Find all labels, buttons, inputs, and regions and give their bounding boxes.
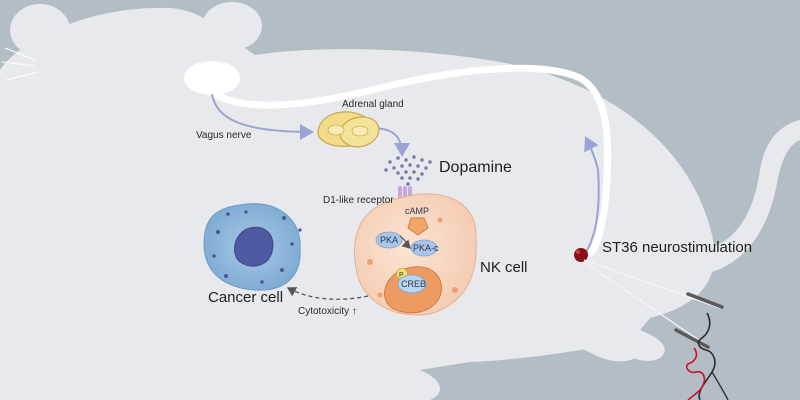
- dopamine-dot: [416, 177, 420, 181]
- dopamine-dot: [412, 155, 416, 159]
- dopamine-dot: [408, 176, 412, 180]
- dopamine-dot: [384, 168, 388, 172]
- dopamine-dot: [388, 160, 392, 164]
- adrenal-gland-label: Adrenal gland: [342, 99, 404, 110]
- pka-label: PKA: [380, 235, 398, 245]
- dopamine-dot: [400, 176, 404, 180]
- pka-arrow: [399, 235, 411, 249]
- dopamine-dot: [406, 182, 410, 186]
- st36-label: ST36 neurostimulation: [602, 239, 752, 256]
- dopamine-dot: [404, 158, 408, 162]
- cancer-cell-label: Cancer cell: [208, 289, 283, 306]
- whiskers: [1, 47, 39, 81]
- p-label: P: [399, 272, 404, 279]
- electrode-wires: [685, 312, 729, 400]
- dopamine-dot: [396, 156, 400, 160]
- dopamine-dot: [404, 170, 408, 174]
- d1-receptor-label: D1-like receptor: [323, 195, 394, 206]
- st36-point: [574, 248, 588, 262]
- dopamine-dot: [396, 171, 400, 175]
- dopamine-molecules: [384, 155, 432, 186]
- dopamine-dot: [420, 158, 424, 162]
- camp-label: cAMP: [405, 206, 429, 216]
- pka-c-shape: [410, 239, 438, 257]
- cancer-cell: [203, 203, 302, 291]
- dopamine-dot: [392, 166, 396, 170]
- cancer-nucleus: [234, 226, 274, 267]
- vagus-nerve-label: Vagus nerve: [196, 130, 252, 141]
- cytotoxicity-label: Cytotoxicity ↑: [298, 306, 357, 317]
- dopamine-dot: [400, 164, 404, 168]
- st36-signal-arrow: [584, 136, 600, 253]
- cytotoxicity-arrow: [286, 287, 369, 300]
- nk-cell-label: NK cell: [480, 259, 528, 276]
- electrode-needles: [583, 259, 724, 349]
- dopamine-dot: [412, 170, 416, 174]
- dopamine-dot: [416, 164, 420, 168]
- dopamine-dot: [428, 160, 432, 164]
- dopamine-dot: [408, 163, 412, 167]
- dopamine-dot: [424, 166, 428, 170]
- vagus-arrow: [211, 93, 314, 140]
- adrenal-gland: [317, 111, 380, 148]
- creb-shape: [397, 274, 427, 294]
- nerve-pathway: [208, 64, 612, 259]
- pka-c-label: PKA-c: [413, 243, 439, 253]
- camp-shape: [407, 217, 429, 236]
- dopamine-label: Dopamine: [439, 159, 512, 176]
- dopamine-dot: [420, 172, 424, 176]
- brain: [184, 61, 240, 95]
- creb-label: CREB: [401, 279, 426, 289]
